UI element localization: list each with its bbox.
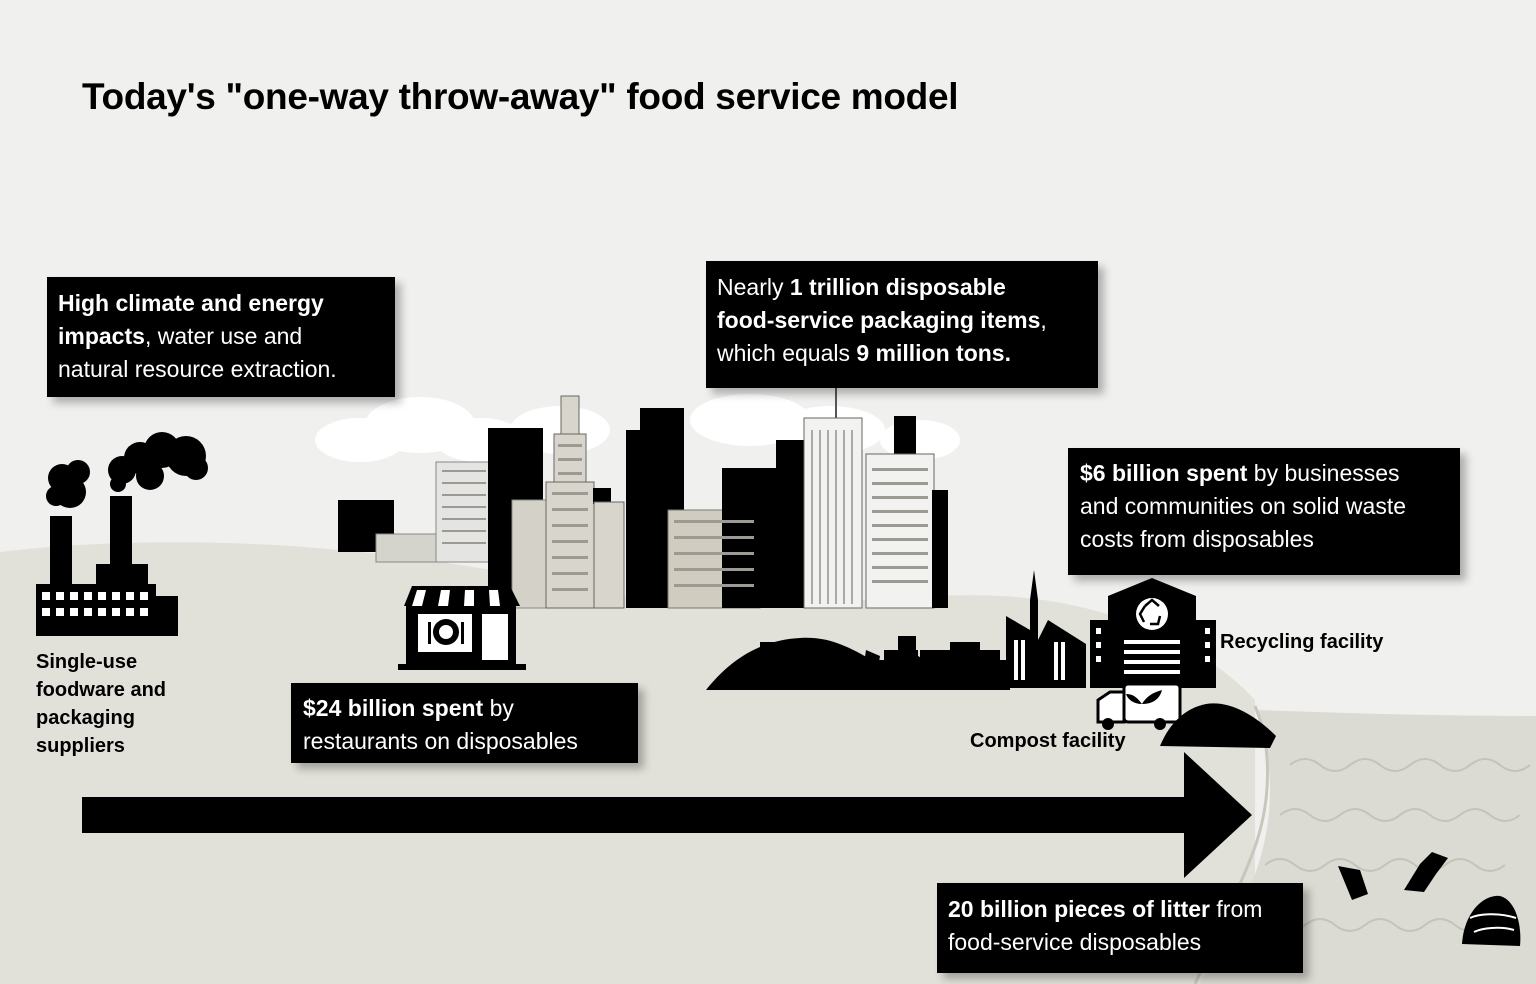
callout-text: from xyxy=(1210,896,1263,922)
callout-line: food-service packaging items, xyxy=(717,304,1087,337)
litter-container-icon xyxy=(1462,895,1521,946)
landfill-icon xyxy=(706,637,1010,690)
climate-impacts-callout: High climate and energy impacts, water us… xyxy=(47,277,395,397)
callout-line: costs from disposables xyxy=(1080,523,1448,556)
callout-line: natural resource extraction. xyxy=(58,353,384,386)
suppliers-label-line: Single-use xyxy=(36,651,138,673)
suppliers-label-line: suppliers xyxy=(36,735,125,757)
callout-bold-text: $6 billion spent xyxy=(1080,460,1248,486)
callout-text: by businesses xyxy=(1247,460,1400,486)
callout-text: by xyxy=(483,695,514,721)
callout-line: $24 billion spent by xyxy=(303,692,626,725)
page-title: Today's "one-way throw-away" food servic… xyxy=(82,76,959,117)
callout-text: Nearly xyxy=(717,274,790,300)
city-skyline-icon xyxy=(338,380,948,609)
recycling-facility-icon xyxy=(1006,570,1216,688)
factory-icon xyxy=(36,496,178,636)
callout-bold-text: 1 trillion disposable xyxy=(789,274,1006,300)
litter-callout: 20 billion pieces of litter from food-ser… xyxy=(937,883,1303,973)
suppliers-label: Single-use foodware and packaging suppli… xyxy=(36,648,166,760)
callout-text: costs from disposables xyxy=(1080,526,1314,552)
callout-bold-text: food-service packaging items xyxy=(717,307,1041,333)
callout-bold-text: 9 million tons. xyxy=(856,340,1011,366)
callout-text: which equals xyxy=(717,340,857,366)
suppliers-label-line: foodware and xyxy=(36,679,167,701)
recycle-symbol-icon xyxy=(1136,598,1168,630)
callout-text: , xyxy=(1040,307,1047,333)
fork-knife-plate-icon xyxy=(428,619,464,645)
compost-facility-label: Compost facility xyxy=(970,730,1126,752)
bulldozer-icon xyxy=(864,636,923,673)
litter-cup-icon xyxy=(1338,852,1448,900)
callout-bold-text: High climate and energy xyxy=(58,290,324,316)
callout-text: natural resource extraction. xyxy=(58,356,337,382)
callout-line: 20 billion pieces of litter from xyxy=(948,893,1292,926)
callout-text: food-service disposables xyxy=(948,929,1202,955)
callout-line: food-service disposables xyxy=(948,926,1292,959)
callout-bold-text: 20 billion pieces of litter xyxy=(948,896,1211,922)
restaurant-icon xyxy=(398,586,526,670)
callout-line: High climate and energy xyxy=(58,287,384,320)
suppliers-label-line: packaging xyxy=(36,707,135,729)
recycling-facility-label: Recycling facility xyxy=(1220,631,1384,653)
flow-arrow-icon xyxy=(82,752,1252,878)
callout-text: restaurants on disposables xyxy=(303,728,578,754)
callout-line: impacts, water use and xyxy=(58,320,384,353)
callout-line: which equals 9 million tons. xyxy=(717,337,1087,370)
restaurants-spending-callout: $24 billion spent by restaurants on dispo… xyxy=(291,683,638,763)
callout-text: , water use and xyxy=(144,323,303,349)
ocean-waves-icon xyxy=(1244,758,1531,932)
callout-line: $6 billion spent by businesses xyxy=(1080,457,1448,490)
garbage-truck-icon xyxy=(1096,682,1182,730)
waste-costs-callout: $6 billion spent by businesses and commun… xyxy=(1068,448,1460,575)
compost-pile-icon xyxy=(1160,703,1276,748)
callout-line: restaurants on disposables xyxy=(303,725,626,758)
callout-line: and communities on solid waste xyxy=(1080,490,1448,523)
callout-text: and communities on solid waste xyxy=(1080,493,1406,519)
callout-bold-text: $24 billion spent xyxy=(303,695,484,721)
callout-bold-text: impacts xyxy=(58,323,145,349)
callout-line: Nearly 1 trillion disposable xyxy=(717,271,1087,304)
smoke-cloud-icon xyxy=(46,432,208,508)
